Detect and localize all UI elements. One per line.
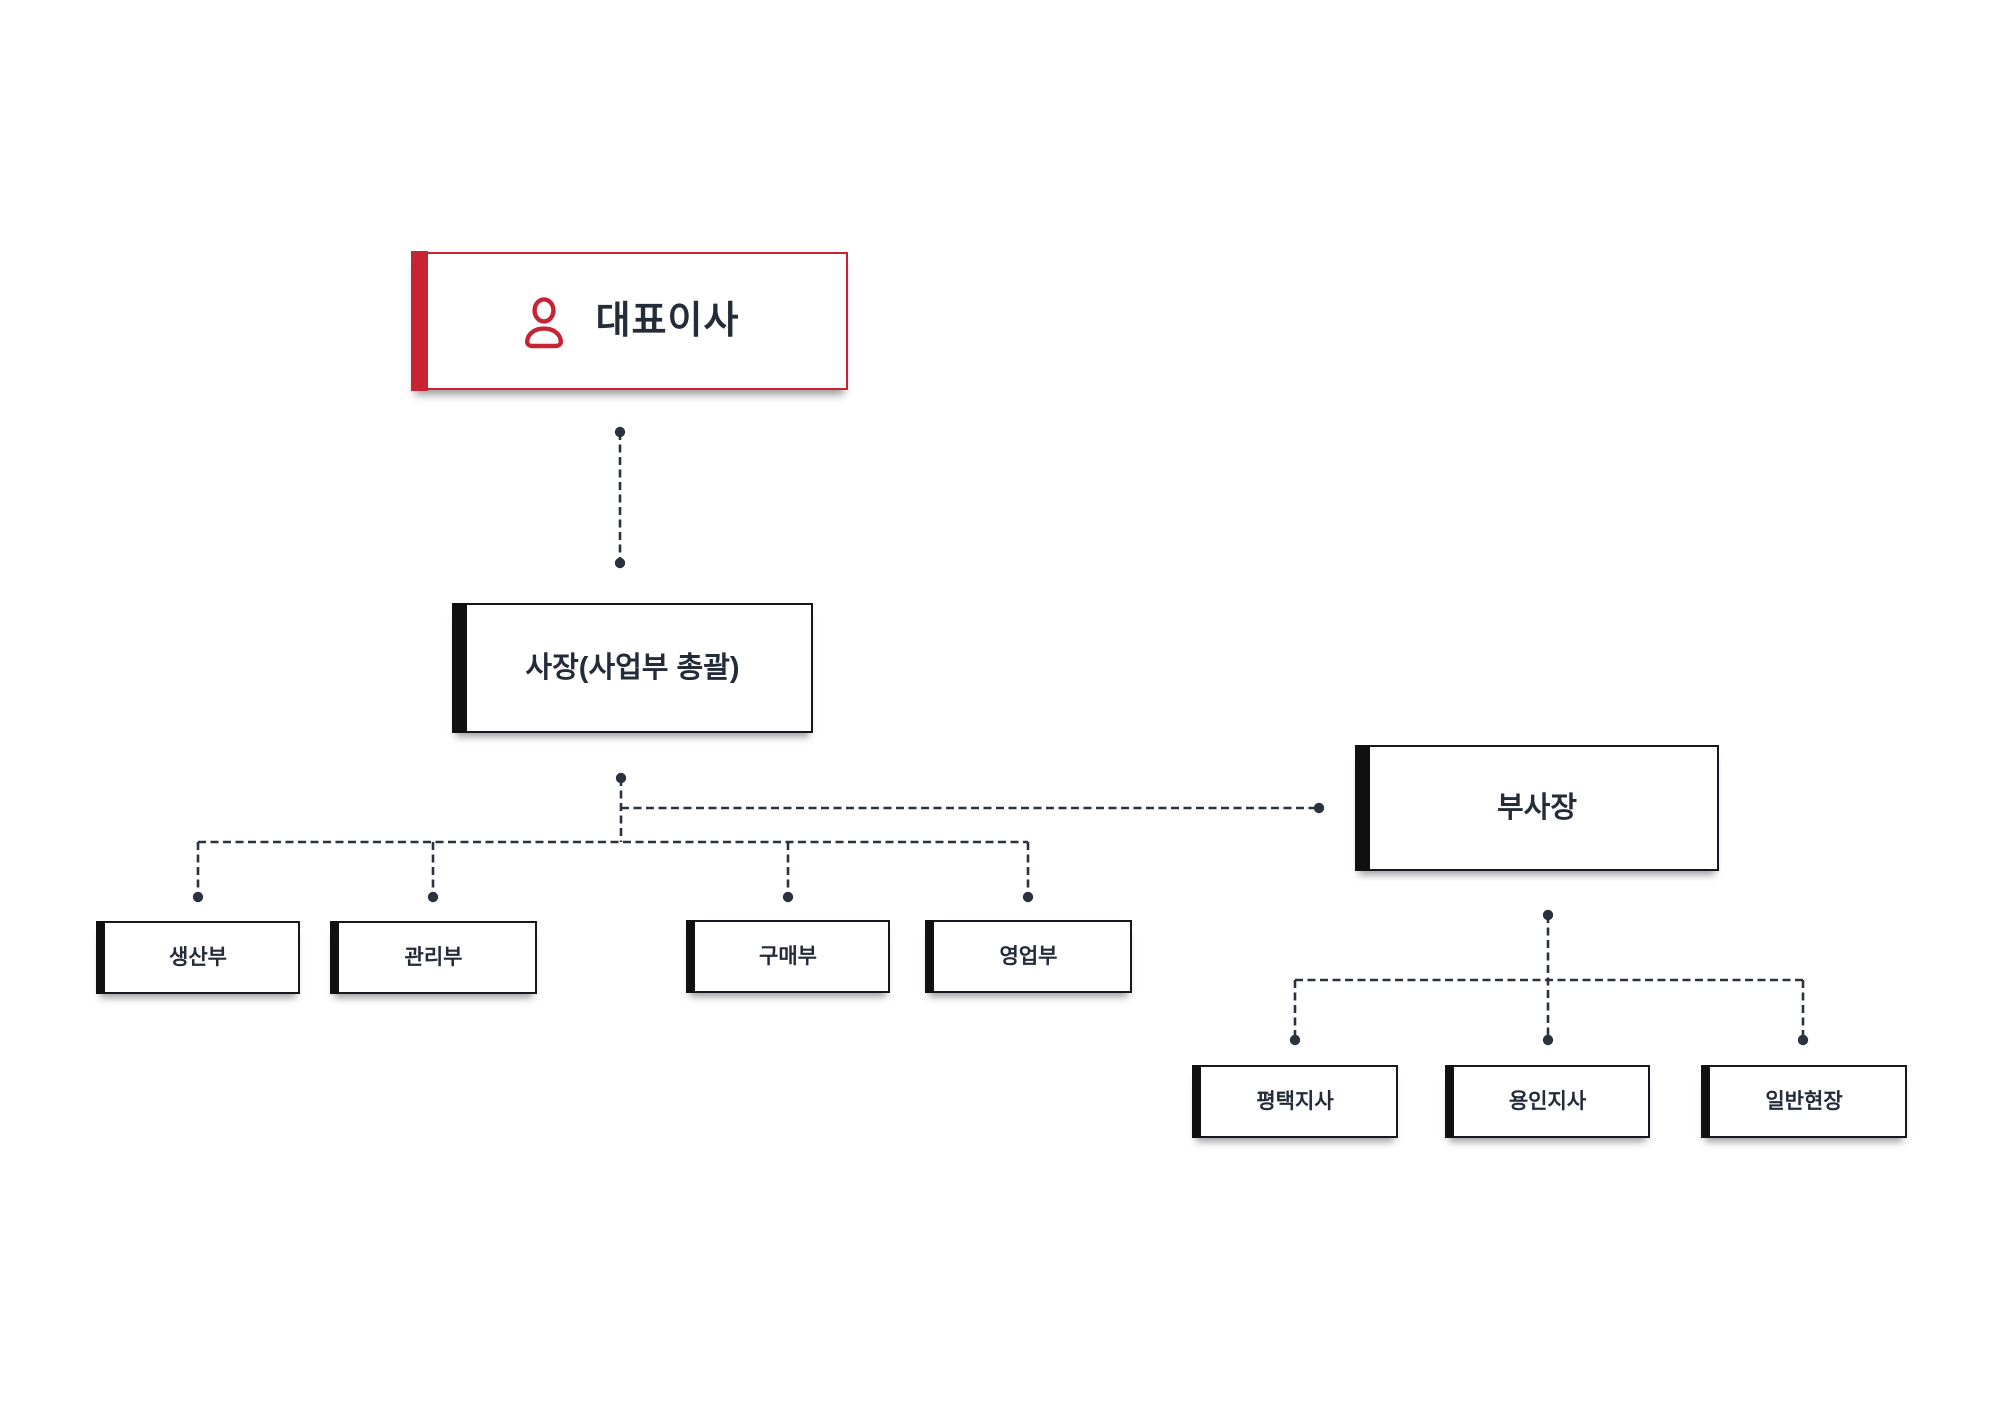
branch-accent-bar bbox=[1192, 1065, 1201, 1138]
org-node-pyeongtaek-branch: 평택지사 bbox=[1192, 1065, 1398, 1138]
org-node-label: 부사장 bbox=[1496, 791, 1578, 824]
org-node-label: 대표이사 bbox=[595, 300, 740, 342]
org-node-label: 관리부 bbox=[404, 946, 463, 969]
org-node-sales-dept: 영업부 bbox=[925, 920, 1132, 993]
president-accent-bar bbox=[452, 603, 467, 733]
org-node-label: 구매부 bbox=[759, 945, 817, 968]
dept-accent-bar bbox=[686, 920, 695, 993]
org-node-president: 사장(사업부 총괄) bbox=[452, 603, 813, 733]
branch-accent-bar bbox=[1445, 1065, 1454, 1138]
org-node-label: 평택지사 bbox=[1256, 1090, 1334, 1113]
org-node-production-dept: 생산부 bbox=[96, 921, 300, 994]
org-node-label: 용인지사 bbox=[1508, 1090, 1587, 1113]
org-node-management-dept: 관리부 bbox=[330, 921, 537, 994]
org-node-vice-president: 부사장 bbox=[1355, 745, 1719, 871]
org-node-purchasing-dept: 구매부 bbox=[686, 920, 890, 993]
vice-president-accent-bar bbox=[1355, 745, 1370, 871]
dept-accent-bar bbox=[96, 921, 105, 994]
ceo-accent-bar bbox=[411, 251, 428, 391]
org-node-general-site: 일반현장 bbox=[1701, 1065, 1907, 1138]
dept-accent-bar bbox=[330, 921, 339, 994]
branch-accent-bar bbox=[1701, 1065, 1710, 1138]
org-node-yongin-branch: 용인지사 bbox=[1445, 1065, 1650, 1138]
person-icon bbox=[520, 296, 568, 350]
org-node-label: 사장(사업부 총괄) bbox=[525, 651, 740, 684]
org-node-label: 일반현장 bbox=[1765, 1090, 1843, 1113]
org-node-label: 영업부 bbox=[999, 945, 1058, 968]
org-node-label: 생산부 bbox=[169, 946, 227, 969]
dept-accent-bar bbox=[925, 920, 934, 993]
org-node-ceo: 대표이사 bbox=[411, 251, 848, 391]
